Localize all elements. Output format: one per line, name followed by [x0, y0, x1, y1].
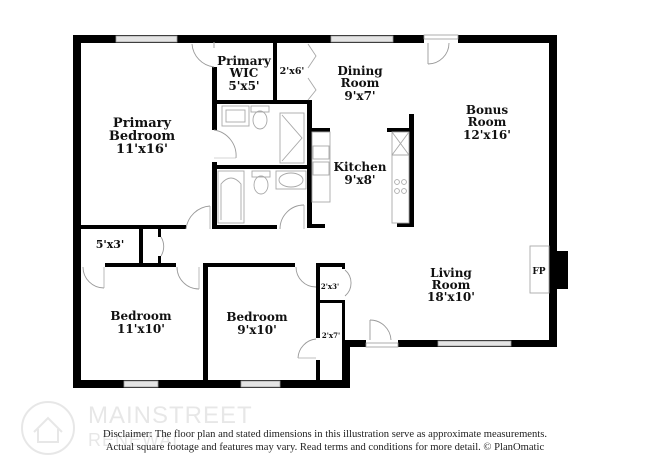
room-kitchen: Kitchen 9'x8': [334, 160, 387, 187]
svg-text:Kitchen: Kitchen: [334, 160, 387, 174]
room-closet-2x7: 2'x7': [322, 331, 340, 340]
room-closet-2x6: 2'x6': [280, 66, 305, 77]
fixtures: [217, 105, 410, 224]
interior-walls: [81, 43, 414, 383]
disclaimer-line-2: Actual square footage and features may v…: [105, 442, 545, 453]
svg-text:5'x5': 5'x5': [228, 79, 259, 93]
svg-text:Bedroom: Bedroom: [110, 309, 171, 323]
room-dining: Dining Room 9'x7': [337, 64, 383, 103]
svg-text:Bedroom: Bedroom: [226, 310, 287, 324]
fireplace-label: FP: [532, 267, 545, 277]
room-primary-bedroom: Primary Bedroom 11'x16': [109, 116, 176, 157]
svg-text:Room: Room: [341, 76, 380, 90]
svg-text:11'x10': 11'x10': [117, 322, 165, 336]
svg-text:Primary: Primary: [113, 116, 172, 131]
watermark-sub: RENEWAL: [88, 430, 184, 450]
svg-text:Bonus: Bonus: [466, 103, 509, 117]
svg-text:12'x16': 12'x16': [463, 128, 511, 142]
room-closet-2x3: 2'x3': [321, 282, 339, 291]
svg-text:9'x7': 9'x7': [344, 89, 375, 103]
interior-doors: [82, 42, 352, 359]
fireplace: [529, 245, 550, 294]
svg-text:11'x16': 11'x16': [116, 142, 168, 157]
svg-text:WIC: WIC: [229, 66, 259, 80]
disclaimer-line-1: Disclaimer: The floor plan and stated di…: [102, 429, 548, 440]
room-bedroom-1: Bedroom 11'x10': [110, 309, 171, 336]
svg-text:Room: Room: [432, 278, 471, 292]
svg-text:Primary: Primary: [217, 54, 272, 68]
room-bedroom-2: Bedroom 9'x10': [226, 310, 287, 337]
svg-text:18'x10': 18'x10': [427, 290, 475, 304]
windows: [115, 35, 512, 388]
mainstreet-logo-icon: [21, 401, 75, 455]
watermark-brand: MAINSTREET: [88, 402, 253, 429]
svg-text:Dining: Dining: [337, 64, 383, 78]
svg-text:9'x10': 9'x10': [237, 323, 277, 337]
svg-text:9'x8': 9'x8': [344, 173, 375, 187]
room-closet-5x3: 5'x3': [96, 238, 125, 251]
room-bonus: Bonus Room 12'x16': [463, 103, 511, 142]
room-primary-wic: Primary WIC 5'x5': [217, 54, 272, 93]
room-labels: Primary Bedroom 11'x16' Primary WIC 5'x5…: [96, 54, 511, 340]
room-living: Living Room 18'x10': [427, 266, 475, 304]
chimney: [556, 251, 568, 289]
exterior-doors: [365, 34, 459, 348]
svg-text:Bedroom: Bedroom: [109, 129, 176, 144]
svg-text:Room: Room: [468, 115, 507, 129]
mainstreet-watermark: MAINSTREET RENEWAL: [18, 398, 258, 458]
svg-text:Living: Living: [430, 266, 472, 280]
